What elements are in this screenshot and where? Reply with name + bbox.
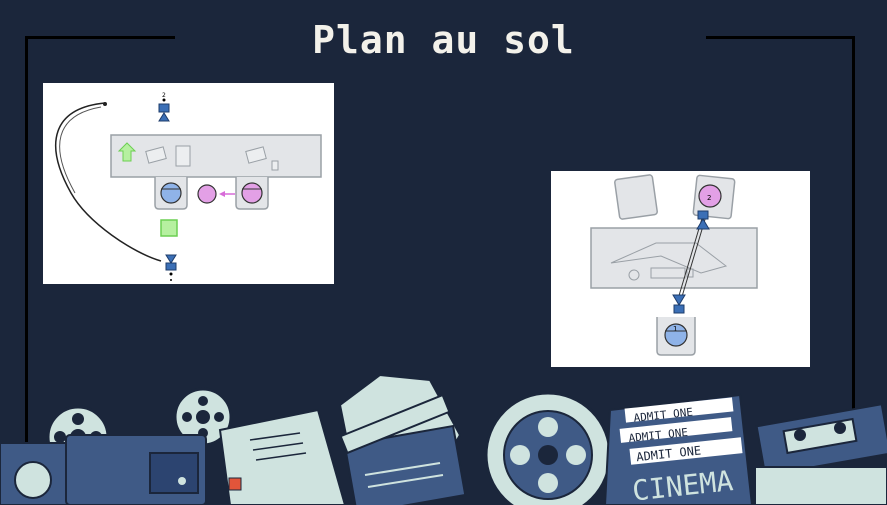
floor-plan-left: 2 xyxy=(43,83,334,284)
person-pink xyxy=(698,184,722,208)
floor-plan-left-svg: 2 xyxy=(55,92,322,281)
svg-text:2: 2 xyxy=(162,92,166,99)
vhs-tape-icon xyxy=(754,403,887,505)
clapperboard-icon xyxy=(339,393,467,505)
camera-top-icon: 2 xyxy=(158,92,170,122)
cinema-decoration: ADMIT ONE ADMIT ONE ADMIT ONE CINEMA xyxy=(0,375,887,505)
svg-text:1: 1 xyxy=(673,325,677,333)
table xyxy=(590,227,758,289)
frame-left-line xyxy=(25,36,28,456)
svg-text:ADMIT ONE: ADMIT ONE xyxy=(636,443,702,464)
large-film-reel-icon xyxy=(484,391,612,505)
person-blue xyxy=(664,323,688,347)
floor-plan-right-svg: 2 1 xyxy=(590,174,758,356)
marker-square xyxy=(160,219,178,237)
camera-top-icon xyxy=(696,210,710,230)
table xyxy=(110,134,322,178)
person-blue xyxy=(160,182,182,204)
svg-text:ADMIT ONE: ADMIT ONE xyxy=(628,426,689,445)
frame-right-line xyxy=(852,36,855,416)
cinema-tickets: ADMIT ONE ADMIT ONE ADMIT ONE CINEMA xyxy=(603,393,754,505)
frame-top-right-line xyxy=(706,36,855,39)
camera-bottom-icon xyxy=(165,254,177,281)
person-pink-standing xyxy=(197,184,217,204)
script-paper xyxy=(218,408,347,505)
svg-text:2: 2 xyxy=(707,194,711,202)
film-reel-icon xyxy=(46,387,233,469)
arrow-up-icon xyxy=(117,142,137,162)
slide-title: Plan au sol xyxy=(312,18,575,62)
frame-top-left-line xyxy=(25,36,175,39)
person-pink-seated xyxy=(241,182,263,204)
floor-plan-right: 2 1 xyxy=(551,171,810,367)
svg-text:ADMIT ONE: ADMIT ONE xyxy=(633,406,694,425)
